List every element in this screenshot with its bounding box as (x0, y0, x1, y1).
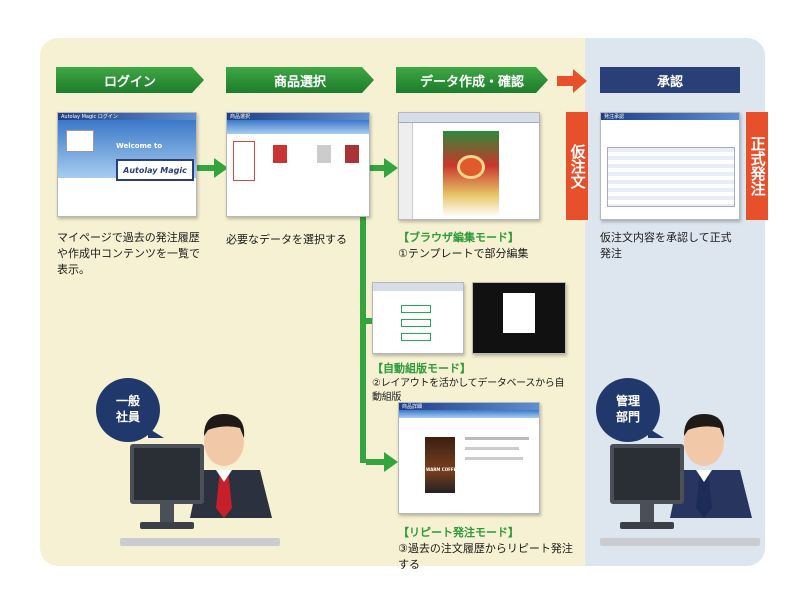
auto-mode-preview (472, 282, 566, 354)
flow-arrow-icon (557, 69, 587, 93)
step-approval: 承認 (600, 67, 740, 93)
repeat-mode-description: 【リピート発注モード】 ③過去の注文履歴からリピート発注する (398, 526, 573, 571)
provisional-order-tag: 仮注文 (566, 112, 588, 220)
approval-description: 仮注文内容を承認して正式発注 (600, 231, 732, 260)
product-select-description: 必要なデータを選択する (226, 233, 347, 246)
general-staff-illustration (120, 414, 280, 546)
autolay-logo: Autolay Magic (123, 165, 187, 175)
step-product-select: 商品選択 (226, 67, 374, 93)
management-illustration (600, 414, 760, 546)
auto-mode-screenshot (372, 282, 464, 354)
product-screenshot: 商品選択 (226, 112, 370, 217)
step-data-create: データ作成・確認 (396, 67, 548, 93)
official-order-tag: 正式発注 (746, 112, 768, 220)
step-login: ログイン (56, 67, 204, 93)
login-description: マイページで過去の発注履歴や作成中コンテンツを一覧で表示。 (57, 231, 200, 276)
approval-screenshot: 発注承認 (600, 112, 740, 220)
repeat-mode-screenshot: 商品詳細 WARM COFFEE (398, 402, 540, 514)
browser-edit-screenshot (398, 112, 540, 220)
login-screenshot: Autolay Magic ログイン Welcome to Autolay Ma… (57, 112, 197, 217)
browser-mode-description: 【ブラウザ編集モード】 ①テンプレートで部分編集 (398, 231, 529, 260)
auto-mode-description: 【自動組版モード】 ②レイアウトを活かしてデータベースから自動組版 (372, 362, 565, 404)
